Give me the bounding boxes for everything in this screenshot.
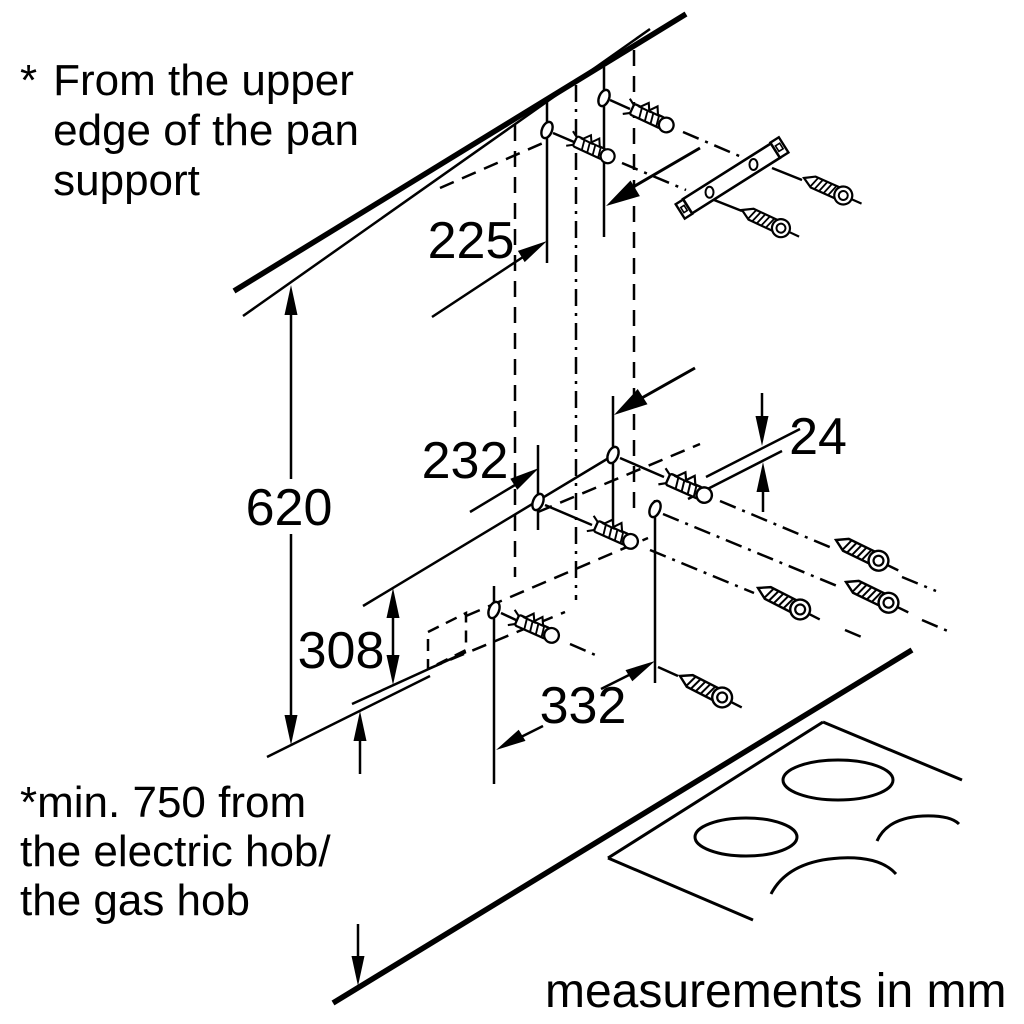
screw-icon <box>737 200 805 246</box>
screw-axes <box>500 98 951 678</box>
dimension-24: 24 <box>755 393 847 512</box>
screw-icon <box>674 665 748 718</box>
note-hob-clearance-text: *min. 750 from the electric hob/ the gas… <box>20 778 331 925</box>
screw-icon <box>830 529 904 581</box>
screw-hole <box>645 498 665 520</box>
hob-icon <box>607 720 963 922</box>
dimension-label-225: 225 <box>428 212 515 270</box>
wall-anchor-icon <box>585 510 644 554</box>
asterisk-marker: * <box>20 56 38 105</box>
screw-hole <box>537 119 557 141</box>
dimension-label-308: 308 <box>298 622 385 680</box>
burner-ring-partial <box>875 814 961 842</box>
burner-ring <box>693 816 799 858</box>
dimension-label-232: 232 <box>422 432 509 490</box>
wall-anchor-icon <box>621 93 680 137</box>
screw-hole <box>603 444 623 466</box>
units-label: measurements in mm <box>545 965 1006 1018</box>
dimension-label-24: 24 <box>789 408 847 466</box>
dimension-308: 308 <box>298 588 400 685</box>
note-hob-clearance: *min. 750 from the electric hob/ the gas… <box>20 778 331 925</box>
hidden-edge <box>439 141 544 190</box>
screw-hole <box>484 599 504 621</box>
burner-ring-partial <box>769 856 898 895</box>
dimension-label-620: 620 <box>246 479 333 537</box>
wall-top-edge-line <box>232 11 688 318</box>
screw-icon <box>752 577 826 630</box>
mounting-bracket <box>674 135 791 221</box>
wall-anchor-icon <box>565 126 621 168</box>
wall-anchor-icon <box>506 604 565 648</box>
hood-upper-edge <box>362 451 618 608</box>
dimension-225: 225 <box>428 146 701 319</box>
hood-lower-edge <box>266 674 431 759</box>
screw-hole <box>594 87 614 109</box>
burner-ring <box>781 758 895 802</box>
screw-icon <box>840 571 914 623</box>
dimension-332: 332 <box>496 661 655 750</box>
dimension-620: 620 <box>246 285 333 745</box>
screw-icon <box>799 168 867 213</box>
clearance-750-arrows <box>351 711 367 986</box>
note-pan-support: * From the upper edge of the pan support <box>20 56 359 206</box>
hidden-box <box>426 610 468 672</box>
note-pan-support-text: From the upper edge of the pan support <box>53 56 359 205</box>
hob-surface-line <box>331 647 914 1006</box>
hood-edge-lines <box>266 141 801 759</box>
rail-top-edge <box>705 427 801 479</box>
wall-anchor-icon <box>657 462 719 508</box>
hidden-edge <box>537 442 701 514</box>
dimension-232: 232 <box>422 366 696 514</box>
dimension-label-332: 332 <box>540 677 627 735</box>
